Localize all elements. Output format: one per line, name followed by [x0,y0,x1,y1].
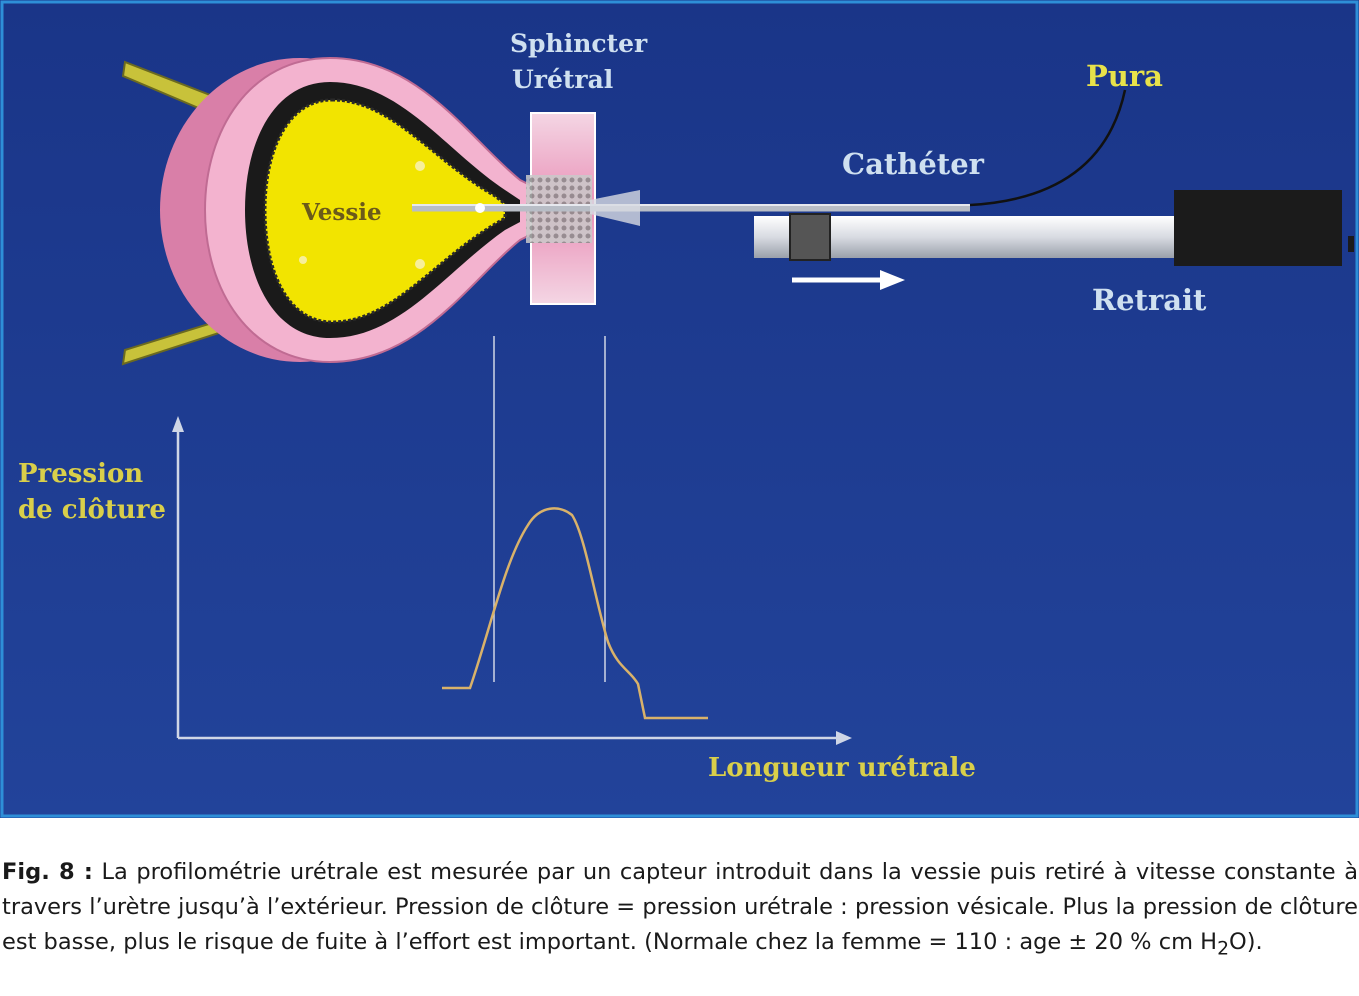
caption-subscript: 2 [1217,938,1230,960]
bladder [160,56,541,364]
vessie-label: Vessie [301,199,382,226]
y-axis-label-line1: Pression [18,459,143,489]
figure-caption: Fig. 8 : La profilométrie urétrale est m… [2,855,1358,967]
figure-border [0,0,1359,818]
urethral-profilometry-diagram: Sphincter Urétral Pura Cathéter Vessie R… [0,0,1359,818]
sphincter-label-line1: Sphincter [510,29,648,58]
sphincter-label-line2: Urétral [512,65,613,94]
retrait-label: Retrait [1092,283,1207,317]
y-axis-label-line2: de clôture [18,495,166,525]
graph-axes [172,416,852,745]
figure-diagram: Sphincter Urétral Pura Cathéter Vessie R… [0,0,1359,818]
caption-label: Fig. 8 : [2,859,93,885]
catheter-label: Cathéter [842,147,985,181]
pull-device [754,190,1354,266]
caption-tail: O). [1229,929,1263,955]
pura-label: Pura [1086,59,1163,93]
withdrawal-arrow [792,270,905,290]
catheter [412,89,1127,226]
caption-text: La profilométrie urétrale est mesurée pa… [2,859,1358,955]
closure-pressure-curve [442,507,708,720]
x-axis-label: Longueur urétrale [708,753,976,783]
